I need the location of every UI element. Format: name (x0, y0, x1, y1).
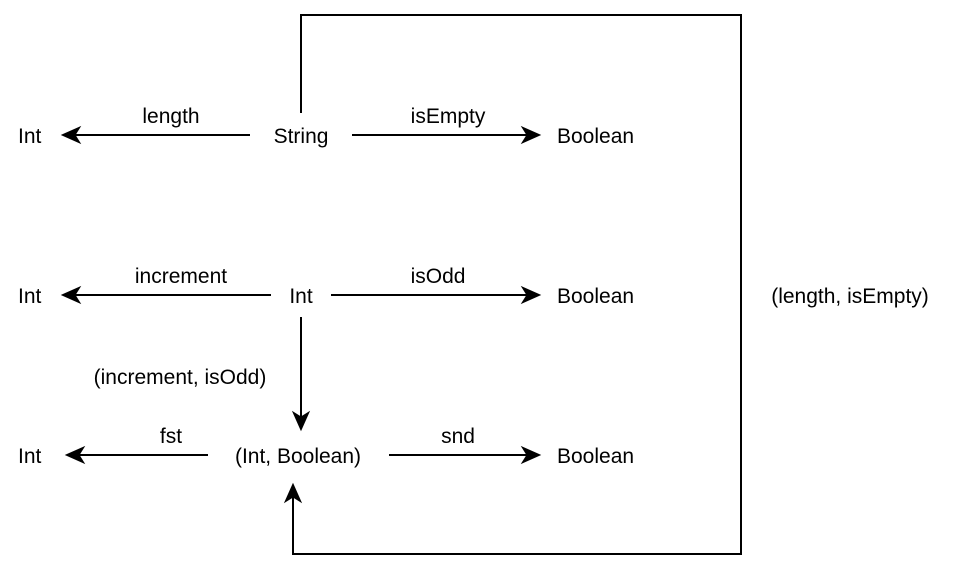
edge-length-is-empty (283, 14, 742, 555)
edge-label-length-is-empty: (length, isEmpty) (771, 285, 929, 308)
node-int-3: Int (18, 445, 42, 468)
edge-is-odd (331, 285, 542, 305)
edge-label-increment-is-odd: (increment, isOdd) (94, 366, 267, 389)
edge-label-is-empty: isEmpty (411, 105, 486, 128)
node-pair: (Int, Boolean) (235, 445, 361, 468)
edge-label-fst: fst (160, 425, 182, 448)
edge-label-is-odd: isOdd (411, 265, 466, 288)
node-int-center: Int (289, 285, 313, 308)
edge-length (60, 125, 250, 145)
edge-snd (389, 445, 542, 465)
node-boolean-2: Boolean (557, 285, 634, 308)
node-boolean-1: Boolean (557, 125, 634, 148)
node-string: String (274, 125, 329, 148)
edge-label-increment: increment (135, 265, 227, 288)
edge-increment (60, 285, 271, 305)
edge-fst (64, 445, 208, 465)
node-boolean-3: Boolean (557, 445, 634, 468)
node-int-1: Int (18, 125, 42, 148)
edge-label-length: length (142, 105, 199, 128)
edge-increment-is-odd (291, 317, 311, 432)
edge-is-empty (352, 125, 542, 145)
node-int-2: Int (18, 285, 42, 308)
edge-label-snd: snd (441, 425, 475, 448)
